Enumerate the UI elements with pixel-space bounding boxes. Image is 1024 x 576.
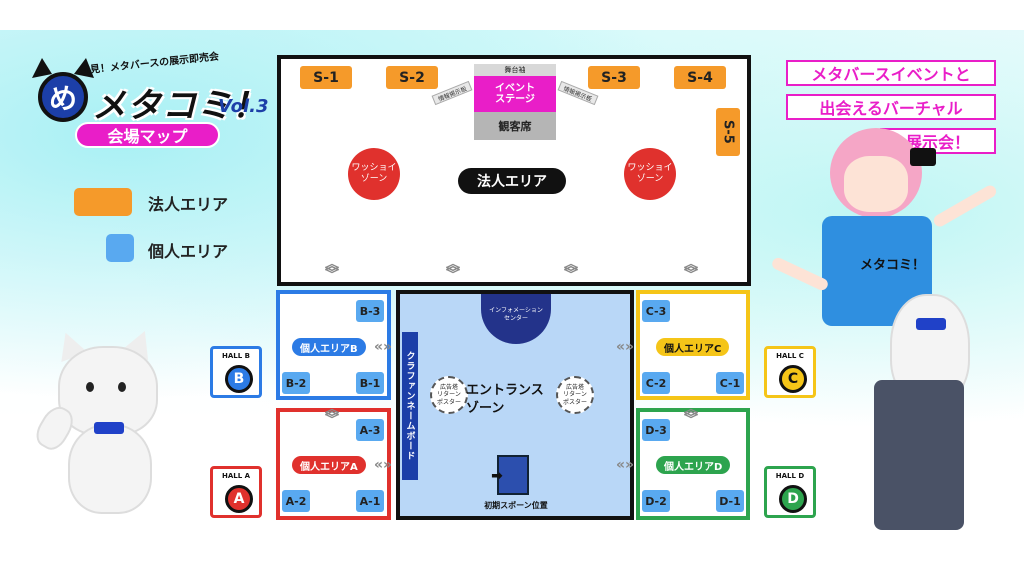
logo-title: メタコミ！ bbox=[92, 86, 267, 126]
avatar-arm-right bbox=[931, 183, 999, 229]
hall-a-name: HALL A bbox=[221, 472, 251, 480]
hall-d-name: HALL D bbox=[775, 472, 805, 480]
cat-head bbox=[58, 346, 158, 436]
booth-b-2[interactable]: B-2 bbox=[282, 372, 310, 394]
logo-icon: め bbox=[38, 72, 88, 122]
booth-s-1[interactable]: S-1 bbox=[300, 66, 352, 89]
hall-b-badge[interactable]: HALL B B bbox=[210, 346, 262, 398]
event-stage[interactable]: イベント ステージ bbox=[474, 76, 556, 112]
arrow-leftright-icon: «» bbox=[615, 339, 635, 355]
area-label-a: 個人エリアA bbox=[292, 456, 366, 474]
tagline-2: 出会えるバーチャル bbox=[786, 94, 996, 120]
hall-c-name: HALL C bbox=[776, 352, 804, 360]
bow-tie-icon bbox=[916, 318, 946, 330]
cat-eye-icon bbox=[86, 382, 94, 392]
avatar-arm-left bbox=[770, 255, 830, 293]
crowdfunding-name-board: クラファンネームボード bbox=[402, 332, 418, 480]
chevron-updown-icon: ︽︾ bbox=[684, 257, 698, 283]
chevron-updown-icon: ︽︾ bbox=[564, 257, 578, 283]
stage-wing: 舞台袖 bbox=[474, 64, 556, 76]
chevron-updown-icon: ︽︾ bbox=[446, 257, 460, 283]
corporate-area-label: 法人エリア bbox=[458, 168, 566, 194]
arrow-right-icon: ➡ bbox=[491, 468, 503, 484]
spawn-point-label: 初期スポーン位置 bbox=[484, 501, 548, 510]
booth-s-2[interactable]: S-2 bbox=[386, 66, 438, 89]
area-label-d: 個人エリアD bbox=[656, 456, 731, 474]
legend-label-corporate: 法人エリア bbox=[148, 195, 229, 214]
logo-volume: Vol.3 bbox=[218, 96, 269, 117]
hall-a-badge[interactable]: HALL A A bbox=[210, 466, 262, 518]
washoi-zone-right[interactable]: ワッショイ ゾーン bbox=[624, 148, 676, 200]
booth-a-2[interactable]: A-2 bbox=[282, 490, 310, 512]
area-label-b: 個人エリアB bbox=[292, 338, 366, 356]
booth-s-4[interactable]: S-4 bbox=[674, 66, 726, 89]
legend-label-individual: 個人エリア bbox=[148, 242, 229, 261]
chevron-updown-icon: ︽︾ bbox=[325, 402, 339, 428]
ad-tower-left[interactable]: 広告塔 リターン ポスター bbox=[430, 376, 468, 414]
venue-map-label: 会場マップ bbox=[75, 122, 220, 148]
booth-a-3[interactable]: A-3 bbox=[356, 419, 384, 441]
logo-ears-icon bbox=[32, 58, 94, 78]
booth-s-5[interactable]: S-5 bbox=[716, 108, 740, 156]
arrow-leftright-icon: «» bbox=[615, 457, 635, 473]
hall-b-icon: B bbox=[225, 365, 253, 393]
avatar-shirt-text: メタコミ！ bbox=[860, 258, 926, 273]
hall-c-icon: C bbox=[779, 365, 807, 393]
hall-d-icon: D bbox=[779, 485, 807, 513]
arrow-leftright-icon: «» bbox=[373, 457, 393, 473]
booth-b-3[interactable]: B-3 bbox=[356, 300, 384, 322]
cat-torso bbox=[68, 424, 152, 514]
hall-a-icon: A bbox=[225, 485, 253, 513]
chevron-updown-icon: ︽︾ bbox=[684, 402, 698, 428]
avatar-bow-icon bbox=[910, 148, 936, 166]
door-icon bbox=[497, 455, 529, 495]
bow-tie-icon bbox=[94, 422, 124, 434]
avatar-pants bbox=[874, 380, 964, 530]
arrow-leftright-icon: «» bbox=[373, 339, 393, 355]
audience-seats: 観客席 bbox=[474, 112, 556, 140]
avatar-face bbox=[844, 156, 908, 212]
booth-c-2[interactable]: C-2 bbox=[642, 372, 670, 394]
washoi-zone-left[interactable]: ワッショイ ゾーン bbox=[348, 148, 400, 200]
area-label-c: 個人エリアC bbox=[656, 338, 730, 356]
hall-b-name: HALL B bbox=[222, 352, 250, 360]
booth-c-3[interactable]: C-3 bbox=[642, 300, 670, 322]
hall-d-badge[interactable]: HALL D D bbox=[764, 466, 816, 518]
legend-swatch-corporate bbox=[74, 188, 132, 216]
cat-eye-icon bbox=[118, 382, 126, 392]
booth-d-2[interactable]: D-2 bbox=[642, 490, 670, 512]
entrance-zone-label: エントランス ゾーン bbox=[466, 383, 544, 416]
avatar-character-right: メタコミ！ bbox=[770, 118, 1024, 550]
chevron-updown-icon: ︽︾ bbox=[325, 257, 339, 283]
hall-c-badge[interactable]: HALL C C bbox=[764, 346, 816, 398]
booth-s-3[interactable]: S-3 bbox=[588, 66, 640, 89]
booth-d-3[interactable]: D-3 bbox=[642, 419, 670, 441]
booth-c-1[interactable]: C-1 bbox=[716, 372, 744, 394]
legend-swatch-individual bbox=[106, 234, 134, 262]
cat-mascot-left bbox=[31, 320, 184, 530]
ad-tower-right[interactable]: 広告塔 リターン ポスター bbox=[556, 376, 594, 414]
booth-d-1[interactable]: D-1 bbox=[716, 490, 744, 512]
booth-b-1[interactable]: B-1 bbox=[356, 372, 384, 394]
booth-a-1[interactable]: A-1 bbox=[356, 490, 384, 512]
tagline-1: メタバースイベントと bbox=[786, 60, 996, 86]
